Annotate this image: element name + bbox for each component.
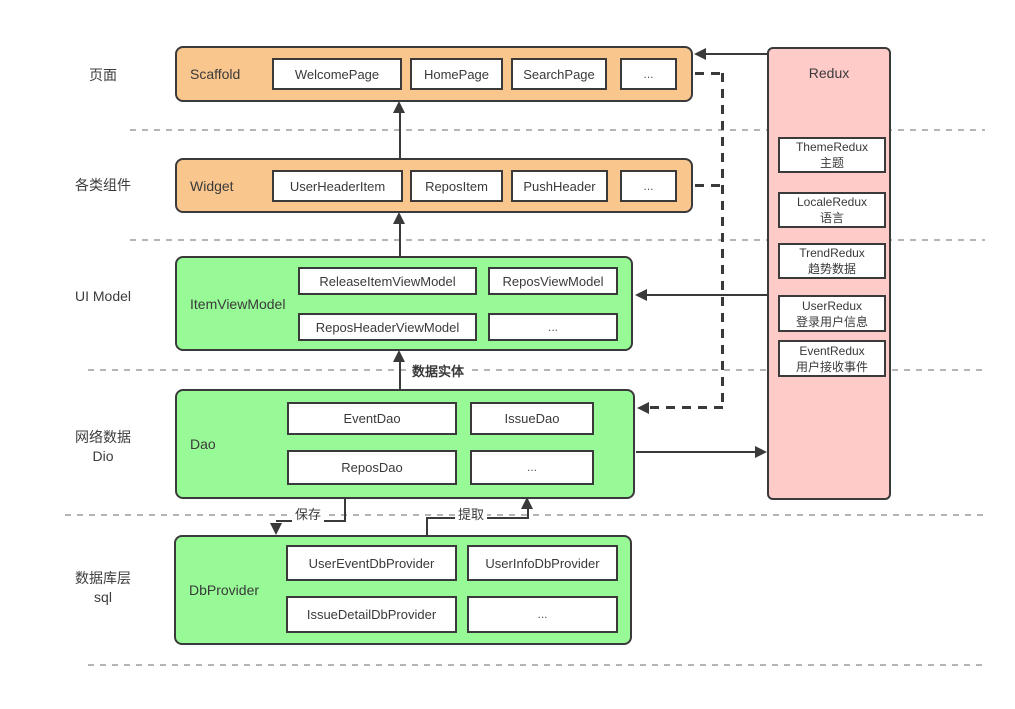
node-more-widgets: ... xyxy=(620,170,677,202)
arrowhead-up-icon xyxy=(393,212,405,224)
node-issue-detail-db-provider: IssueDetailDbProvider xyxy=(286,596,457,633)
redux-panel: Redux ThemeRedux 主题 LocaleRedux 语言 Trend… xyxy=(767,47,891,500)
node-push-header: PushHeader xyxy=(511,170,608,202)
node-locale-redux: LocaleRedux 语言 xyxy=(778,192,886,228)
separator-line xyxy=(130,129,985,131)
scaffold-panel: Scaffold WelcomePage HomePage SearchPage… xyxy=(175,46,693,102)
item-view-model-panel-title: ItemViewModel xyxy=(190,295,286,312)
arrowhead-up-icon xyxy=(393,350,405,362)
node-issue-dao: IssueDao xyxy=(470,402,594,435)
layer-label-network: 网络数据 Dio xyxy=(75,429,131,464)
db-provider-panel: DbProvider UserEventDbProvider UserInfoD… xyxy=(174,535,632,645)
node-trend-redux-name: TrendRedux xyxy=(799,246,865,260)
separator-line xyxy=(65,514,985,516)
node-repos-item: ReposItem xyxy=(410,170,503,202)
connector-line xyxy=(705,53,767,55)
node-trend-redux-desc: 趋势数据 xyxy=(807,262,856,276)
layer-label-database: 数据库层 sql xyxy=(75,570,131,605)
node-user-redux-desc: 登录用户信息 xyxy=(795,314,868,329)
node-user-info-db-provider: UserInfoDbProvider xyxy=(467,545,618,581)
arrowhead-left-icon xyxy=(694,48,706,60)
node-search-page: SearchPage xyxy=(511,58,607,90)
dao-panel-title: Dao xyxy=(190,436,216,452)
node-home-page: HomePage xyxy=(410,58,503,90)
node-theme-redux: ThemeRedux 主题 xyxy=(778,137,886,173)
node-more-daos: ... xyxy=(470,450,594,485)
connector-line xyxy=(344,499,346,522)
node-trend-redux: TrendRedux 趋势数据 xyxy=(778,243,886,279)
extract-label: 提取 xyxy=(455,504,488,523)
node-more-db-providers: ... xyxy=(467,596,618,633)
connector-dash xyxy=(721,73,724,408)
save-label: 保存 xyxy=(292,504,325,523)
widget-panel-title: Widget xyxy=(190,177,234,194)
redux-panel-title: Redux xyxy=(808,65,850,81)
node-welcome-page: WelcomePage xyxy=(272,58,402,90)
arrowhead-up-icon xyxy=(393,101,405,113)
node-user-event-db-provider: UserEventDbProvider xyxy=(286,545,457,581)
node-event-dao: EventDao xyxy=(287,402,457,435)
dao-panel: Dao EventDao IssueDao ReposDao ... xyxy=(175,389,635,499)
connector-dash xyxy=(695,72,723,75)
layer-label-page: 页面 xyxy=(89,67,117,83)
connector-dash xyxy=(650,406,724,409)
connector-line xyxy=(646,294,767,296)
db-provider-panel-title: DbProvider xyxy=(189,582,260,598)
node-user-header-item: UserHeaderItem xyxy=(272,170,403,202)
node-release-item-view-model: ReleaseItemViewModel xyxy=(298,267,477,295)
connector-line xyxy=(399,223,401,256)
node-user-redux-name: UserRedux xyxy=(801,298,863,313)
connector-line xyxy=(426,517,428,535)
separator-line xyxy=(88,369,985,371)
arrowhead-down-icon xyxy=(270,523,282,535)
layer-label-widgets: 各类组件 xyxy=(75,177,131,193)
connector-line xyxy=(399,361,401,389)
node-repos-dao: ReposDao xyxy=(287,450,457,485)
connector-line xyxy=(527,508,529,519)
node-event-redux-name: EventRedux xyxy=(799,343,865,358)
data-entity-label: 数据实体 xyxy=(409,361,468,380)
separator-line xyxy=(88,664,985,666)
node-repos-view-model: ReposViewModel xyxy=(488,267,618,295)
item-view-model-panel: ItemViewModel ReleaseItemViewModel Repos… xyxy=(175,256,633,351)
node-locale-redux-name: LocaleRedux xyxy=(796,195,868,209)
node-more-view-models: ... xyxy=(488,313,618,341)
arrowhead-left-icon xyxy=(635,289,647,301)
connector-line xyxy=(636,451,756,453)
widget-panel: Widget UserHeaderItem ReposItem PushHead… xyxy=(175,158,693,213)
node-user-redux: UserRedux 登录用户信息 xyxy=(778,295,886,332)
separator-line xyxy=(130,239,985,241)
scaffold-panel-title: Scaffold xyxy=(190,66,241,82)
node-theme-redux-desc: 主题 xyxy=(819,156,844,170)
node-locale-redux-desc: 语言 xyxy=(819,211,844,225)
connector-dash xyxy=(695,184,723,187)
node-event-redux: EventRedux 用户接收事件 xyxy=(778,340,886,377)
layer-label-ui-model: UI Model xyxy=(74,288,132,304)
node-more-pages: ... xyxy=(620,58,677,90)
node-repos-header-view-model: ReposHeaderViewModel xyxy=(298,313,477,341)
connector-line xyxy=(399,112,401,158)
arrowhead-right-icon xyxy=(755,446,767,458)
arrowhead-up-icon xyxy=(521,497,533,509)
node-theme-redux-name: ThemeRedux xyxy=(795,140,869,154)
arrowhead-left-icon xyxy=(637,402,649,414)
node-event-redux-desc: 用户接收事件 xyxy=(795,359,868,374)
